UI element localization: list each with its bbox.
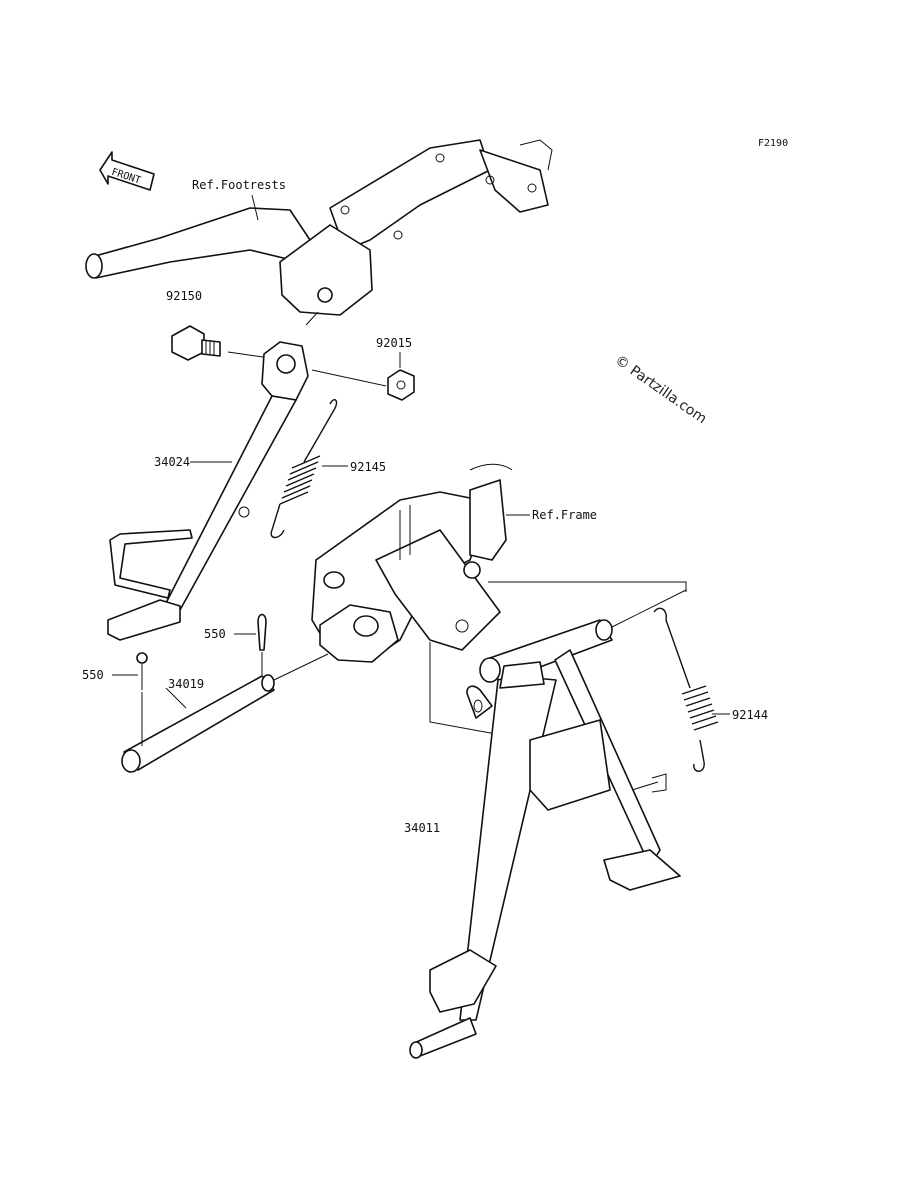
nut-92015 [387, 369, 415, 401]
label-92145: 92145 [350, 460, 386, 474]
label-ref-footrests: Ref.Footrests [192, 178, 286, 192]
bolt-92150 [171, 325, 221, 361]
spring-92144 [653, 607, 719, 772]
center-stand-34011 [409, 619, 681, 1059]
washer-550-left [136, 652, 148, 690]
front-arrow-icon: FRONT [99, 151, 155, 191]
label-92144: 92144 [732, 708, 768, 722]
label-ref-frame: Ref.Frame [532, 508, 597, 522]
side-stand-34024 [107, 341, 309, 641]
label-34024: 34024 [154, 455, 190, 469]
shaft-34019 [121, 674, 275, 773]
label-34019: 34019 [168, 677, 204, 691]
label-92015: 92015 [376, 336, 412, 350]
cotter-pin-550-top [257, 613, 267, 651]
label-550-left: 550 [82, 668, 104, 682]
watermark: © Partzilla.com [612, 352, 710, 427]
figure-code: F2190 [758, 138, 788, 149]
label-550-top: 550 [204, 627, 226, 641]
frame-section [311, 463, 513, 663]
footrest-bracket [85, 139, 553, 316]
label-34011: 34011 [404, 821, 440, 835]
spring-92145 [270, 399, 338, 539]
label-92150: 92150 [166, 289, 202, 303]
